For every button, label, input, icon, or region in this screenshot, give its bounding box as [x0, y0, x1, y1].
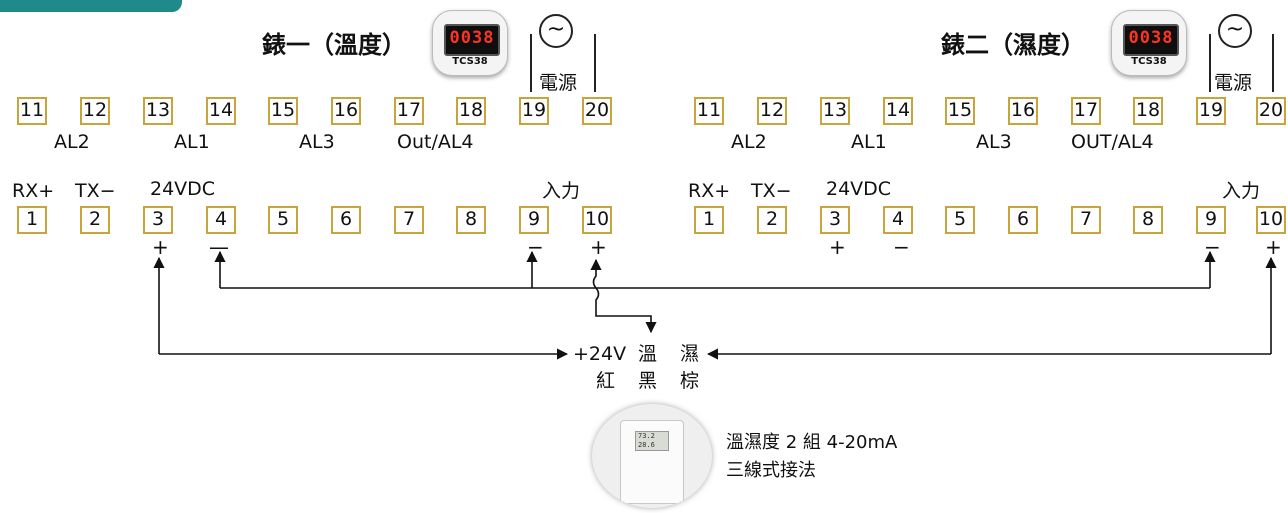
meter2-model: TCS38: [1131, 56, 1167, 67]
meter2-terminal4-polarity: −: [893, 235, 910, 259]
sensor-lcd: 73.2 28.6: [635, 431, 669, 451]
meter1-rx-label: RX+: [12, 180, 55, 202]
sensor-desc-line1: 溫濕度 2 組 4-20mA: [726, 432, 898, 453]
sensor-image: 73.2 28.6: [592, 404, 712, 508]
sensor-wire-black-label: 黑: [638, 370, 658, 392]
meter1-terminal-11: 11: [17, 97, 47, 125]
meter2-input-label: 入力: [1222, 180, 1261, 202]
meter2-display: 0038: [1123, 24, 1179, 56]
meter1-terminal-8: 8: [456, 206, 486, 234]
meter1-terminal-3: 3: [143, 206, 173, 234]
meter1-terminal-17: 17: [394, 97, 424, 125]
meter1-terminal-10: 10: [582, 206, 612, 234]
meter2-power-lead-right: [1272, 34, 1274, 92]
meter2-terminal-10: 10: [1256, 206, 1286, 234]
meter1-terminal-18: 18: [456, 97, 486, 125]
meter1-terminal-1: 1: [17, 206, 47, 234]
meter2-terminal-17: 17: [1071, 97, 1101, 125]
meter2-terminal-5: 5: [945, 206, 975, 234]
meter2-group-al1: AL1: [851, 131, 887, 153]
meter2-group-al3: AL3: [976, 131, 1012, 153]
meter2-terminal-1: 1: [694, 206, 724, 234]
meter1-terminal-14: 14: [206, 97, 236, 125]
meter2-terminal-19: 19: [1196, 97, 1226, 125]
meter1-terminal-13: 13: [143, 97, 173, 125]
meter2-vdc-label: 24VDC: [826, 178, 892, 200]
meter2-terminal-14: 14: [883, 97, 913, 125]
meter1-power-lead-left: [530, 34, 532, 92]
meter2-power-lead-left: [1209, 34, 1211, 92]
meter2-terminal-6: 6: [1008, 206, 1038, 234]
meter2-terminal-20: 20: [1256, 97, 1286, 125]
meter2-terminal-18: 18: [1133, 97, 1163, 125]
meter2-group-out-al4: OUT/AL4: [1071, 131, 1154, 153]
meter2-terminal-7: 7: [1071, 206, 1101, 234]
meter1-terminal-16: 16: [331, 97, 361, 125]
sensor-plus24v-label: +24V: [573, 343, 627, 365]
meter1-display: 0038: [444, 24, 500, 56]
meter2-terminal-3: 3: [820, 206, 850, 234]
sensor-lcd-line1: 73.2: [638, 432, 655, 440]
meter1-group-out-al4: Out/AL4: [397, 131, 474, 153]
meter2-group-al2: AL2: [731, 131, 767, 153]
meter1-terminal-19: 19: [519, 97, 549, 125]
sensor-humid-label: 濕: [680, 343, 700, 365]
sensor-wire-red-label: 紅: [596, 370, 616, 392]
sensor-desc-line2: 三線式接法: [726, 460, 816, 481]
meter2-terminal-4: 4: [883, 206, 913, 234]
meter1-ac-source-icon: ~: [539, 14, 573, 48]
sensor-temp-label: 溫: [638, 343, 658, 365]
meter2-tx-label: TX−: [751, 180, 792, 202]
meter2-ac-source-icon: ~: [1218, 14, 1252, 48]
meter1-terminal-4: 4: [206, 206, 236, 234]
meter2-rx-label: RX+: [688, 180, 731, 202]
sensor-wire-brown-label: 棕: [680, 370, 700, 392]
meter1-vdc-label: 24VDC: [150, 178, 216, 200]
meter1-terminal3-polarity: +: [152, 235, 169, 259]
meter1-terminal-7: 7: [394, 206, 424, 234]
meter2-gauge-image: 0038 TCS38: [1111, 10, 1187, 76]
meter2-power-label: 電源: [1214, 72, 1253, 94]
meter1-power-lead-right: [594, 34, 596, 92]
meter2-terminal-13: 13: [820, 97, 850, 125]
meter1-terminal-9: 9: [519, 206, 549, 234]
meter1-terminal-5: 5: [268, 206, 298, 234]
meter1-group-al2: AL2: [54, 131, 90, 153]
meter2-terminal-15: 15: [945, 97, 975, 125]
meter2-terminal-16: 16: [1008, 97, 1038, 125]
header-banner: [0, 0, 182, 12]
meter2-terminal-9: 9: [1196, 206, 1226, 234]
meter1-group-al3: AL3: [299, 131, 335, 153]
meter1-terminal-6: 6: [331, 206, 361, 234]
meter1-terminal-15: 15: [268, 97, 298, 125]
meter1-terminal10-polarity: +: [590, 235, 607, 259]
wire-temp-signal: [590, 258, 657, 334]
meter2-terminal10-polarity: +: [1265, 235, 1282, 259]
meter1-group-al1: AL1: [174, 131, 210, 153]
meter1-terminal-2: 2: [80, 206, 110, 234]
meter2-terminal-8: 8: [1133, 206, 1163, 234]
meter2-terminal3-polarity: +: [829, 235, 846, 259]
meter1-tx-label: TX−: [75, 180, 116, 202]
meter1-gauge-image: 0038 TCS38: [432, 10, 508, 76]
sensor-housing: 73.2 28.6: [620, 420, 684, 504]
meter2-terminal-2: 2: [757, 206, 787, 234]
meter1-model: TCS38: [452, 56, 488, 67]
meter1-terminal-20: 20: [582, 97, 612, 125]
meter1-title: 錶一（溫度）: [262, 31, 406, 59]
sensor-lcd-line2: 28.6: [638, 441, 655, 449]
meter1-terminal-12: 12: [80, 97, 110, 125]
meter2-terminal-12: 12: [757, 97, 787, 125]
meter2-title: 錶二（濕度）: [941, 31, 1085, 59]
meter1-power-label: 電源: [539, 72, 578, 94]
meter2-terminal-11: 11: [694, 97, 724, 125]
meter1-input-label: 入力: [542, 180, 581, 202]
